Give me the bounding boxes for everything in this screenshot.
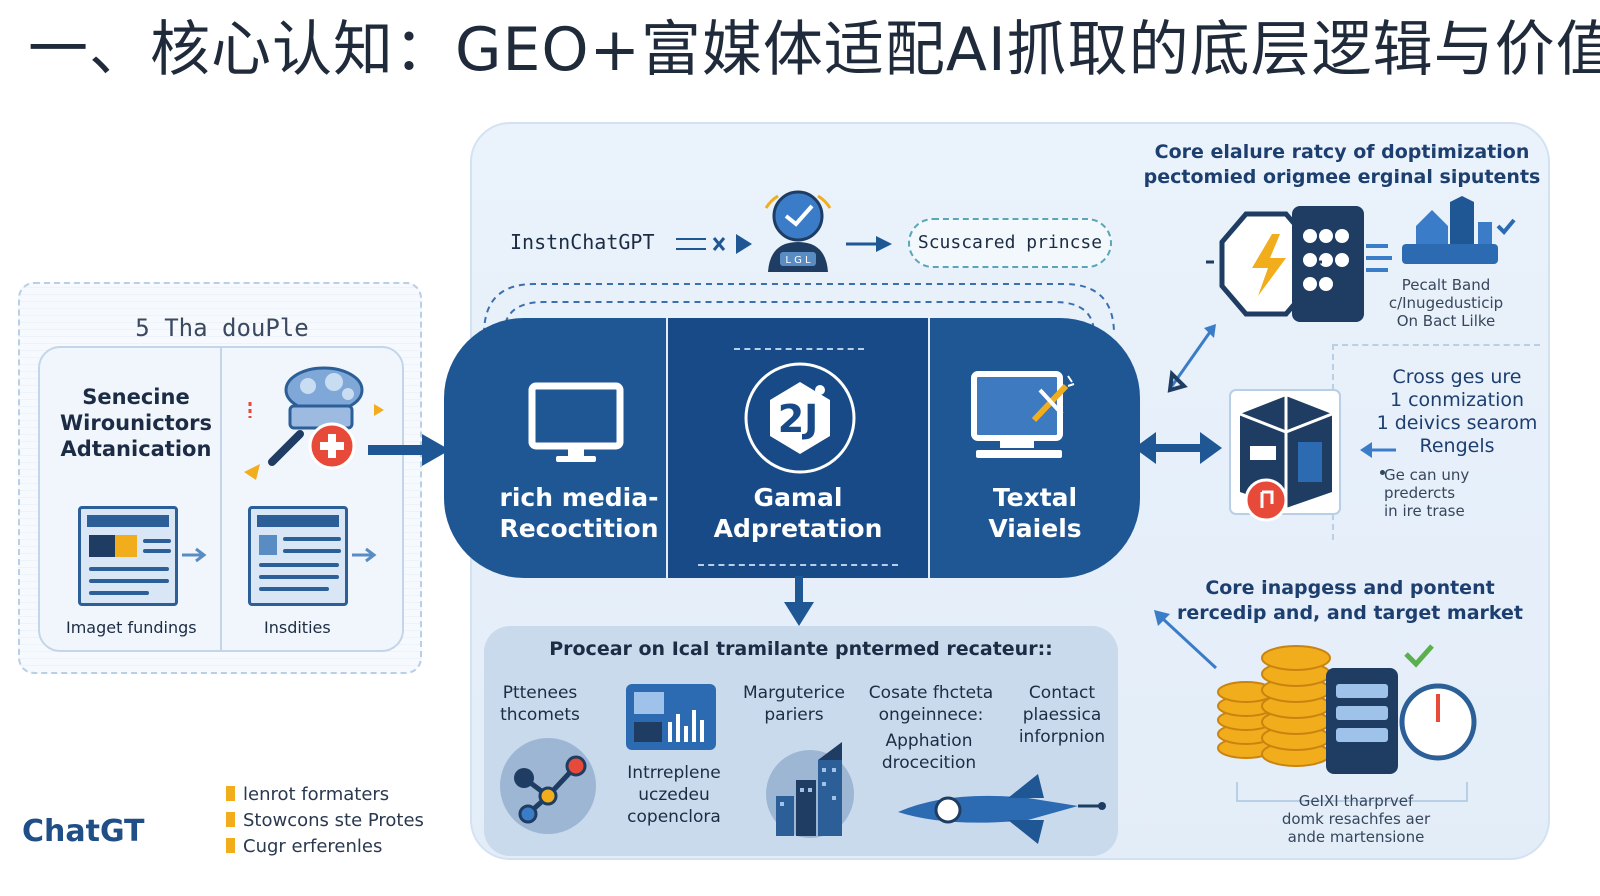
right-bottom-heading: Core inapgess and pontent rercedip and, … xyxy=(1177,577,1523,624)
process-label-cosate: Cosate fhcteta ongeinnece: xyxy=(868,683,994,725)
right-mid-heading: Cross ges ure 1 conmization 1 deivics se… xyxy=(1376,366,1538,457)
band-label-textal: Textal Viaiels xyxy=(988,483,1082,543)
city-buildings-icon xyxy=(766,742,854,838)
legend-swatch xyxy=(226,786,235,801)
svg-text:2J: 2J xyxy=(778,397,819,441)
process-panel: Procear on Ical tramilante pntermed reca… xyxy=(484,626,1118,856)
chatgpt-logo: ChatGT xyxy=(22,814,145,849)
arrow-right-icon xyxy=(182,547,207,563)
left-panel-divider xyxy=(220,346,222,652)
output-pill: Scuscared princse xyxy=(908,218,1112,268)
screen-tools-icon xyxy=(971,371,1075,458)
arrow-right-icon xyxy=(352,547,377,563)
band-dashed-frame xyxy=(483,283,1115,335)
band-column-gamal: 2J Gamal Adpretation xyxy=(666,318,930,578)
city-chart-icon xyxy=(1402,196,1516,264)
process-label-marguterice: Marguterice pariers xyxy=(743,683,845,725)
process-label-intrreplene: Intrreplene uczedeu copenclora xyxy=(627,763,721,827)
right-top-heading: Core elalure ratcy of doptimization pect… xyxy=(1143,141,1541,188)
left-caption-images: Imaget fundings xyxy=(66,618,197,637)
right-bottom-caption: GeIXI tharprvef domk resachfes aer ande … xyxy=(1281,792,1431,846)
monitor-icon xyxy=(528,382,624,462)
arrow-bidirectional-icon xyxy=(1134,432,1222,464)
lightning-server-icon xyxy=(1206,206,1364,322)
rocket-icon xyxy=(898,774,1106,844)
network-nodes-icon xyxy=(500,738,596,834)
legend-label: lenrot formaters xyxy=(243,784,390,805)
left-panel-header: 5 Tha douPle xyxy=(135,314,309,342)
arrow-right-icon xyxy=(676,234,752,254)
legend-swatch xyxy=(226,812,235,827)
process-label-pttenees: Pttenees thcomets xyxy=(500,683,580,725)
package-cube-icon xyxy=(1229,389,1341,522)
page-title: 一、核心认知：GEO+富媒体适配AI抓取的底层逻辑与价值 xyxy=(28,15,1600,85)
band-dashed-rule xyxy=(734,348,864,350)
band-column-rich-media: rich media- Recoctition xyxy=(444,318,666,578)
right-mid-bullet: Ge can uny predercts in ire trase xyxy=(1384,466,1470,520)
data-dashboard-icon xyxy=(626,684,716,750)
arrow-right-icon xyxy=(846,236,892,252)
legend-item: lenrot formaters xyxy=(226,784,389,805)
right-bottom-bracket xyxy=(1236,782,1468,802)
coins-storage-icon xyxy=(1217,644,1477,774)
arrow-diagonal-icon xyxy=(1167,324,1216,393)
left-info-panel: 5 Tha douPle Senecine Wirounictors Adtan… xyxy=(18,282,422,674)
band-dashed-rule xyxy=(698,564,898,566)
signal-lines-icon xyxy=(1366,244,1392,272)
band-label-rich-media: rich media- Recoctition xyxy=(499,483,659,543)
left-caption-insights: Insdities xyxy=(264,618,331,637)
arrow-down-icon xyxy=(784,576,814,626)
process-title: Procear on Ical tramilante pntermed reca… xyxy=(549,638,1053,660)
legend-swatch xyxy=(226,838,235,853)
process-label-apphation: Apphation drocecition xyxy=(881,731,977,773)
flow-source-label: InstnChatGPT xyxy=(510,230,655,254)
arrow-right-icon xyxy=(368,434,450,466)
document-image-icon xyxy=(78,506,178,606)
left-panel-text: Senecine Wirounictors Adtanication xyxy=(59,385,212,461)
legend-label: Stowcons ste Protes xyxy=(243,810,424,831)
ai-hexagon-logo-icon: 2J xyxy=(744,362,856,474)
legend-item: Stowcons ste Protes xyxy=(226,810,424,831)
legend-item: Cugr erferenles xyxy=(226,836,382,857)
process-label-contact: Contact plaessica inforpnion xyxy=(1018,683,1106,747)
right-top-caption: Pecalt Band c/Inugedusticip On Bact Lilk… xyxy=(1388,276,1504,330)
document-text-icon xyxy=(248,506,348,606)
bullet-dot xyxy=(1380,470,1385,475)
arrow-diagonal-icon xyxy=(1154,610,1218,670)
band-column-textal: Textal Viaiels xyxy=(930,318,1140,578)
legend-label: Cugr erferenles xyxy=(243,836,383,857)
band-label-gamal: Gamal Adpretation xyxy=(713,483,883,543)
svg-text:L G L: L G L xyxy=(785,255,811,266)
central-process-band: rich media- Recoctition 2J Gamal Adpreta… xyxy=(444,318,1140,578)
arrow-left-icon xyxy=(1360,442,1396,458)
search-magnifier-icon xyxy=(244,366,384,480)
ai-agent-icon: L G L xyxy=(764,190,832,272)
